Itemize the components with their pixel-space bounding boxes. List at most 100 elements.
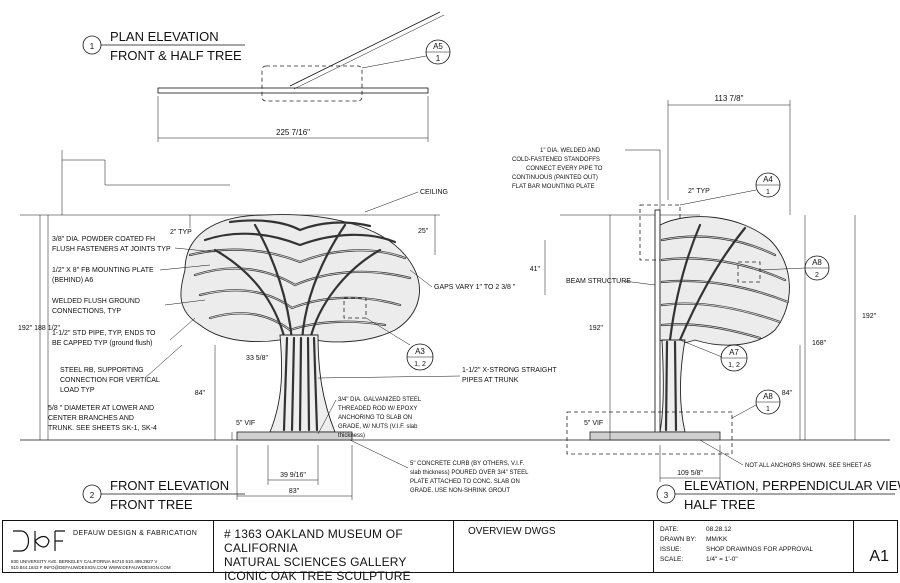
plan-mounting-bar (157, 87, 429, 94)
plan-callout-id: A5 (433, 42, 443, 51)
project-line-3: ICONIC OAK TREE SCULPTURE (224, 569, 411, 583)
drawing-info: DATE: 08.28.12 DRAWN BY: MM/KK ISSUE: SH… (654, 521, 854, 572)
mounting-plate-note-2: (BEHIND) A6 (52, 277, 93, 284)
scale-label: SCALE: (660, 556, 684, 563)
leader-line (164, 299, 206, 306)
front-trunk-width-dim: 33 5/8" (246, 355, 268, 362)
title-block: DEFAUW DESIGN & FABRICATION 830 UNIVERSI… (2, 520, 898, 583)
powder-coated-note-1: 3/8" DIA. POWDER COATED FH (52, 236, 155, 243)
standoffs-note-1: 1" DIA. WELDED AND (540, 148, 601, 154)
leader-line (759, 267, 806, 271)
leader-line (365, 317, 411, 346)
front-side-dim: 41" (530, 266, 541, 273)
threaded-rod-note-2: THREADED ROD W/ EPOXY (338, 406, 417, 412)
standoffs-note-4: CONTINUOUS (PAINTED OUT) (512, 175, 598, 181)
plan-title-line2: FRONT & HALF TREE (110, 48, 242, 63)
sheet-number-area: A1 (854, 521, 897, 572)
side-top-width-dim: 113 7/8" (715, 94, 744, 103)
side-callout-3-id: A7 (729, 348, 739, 357)
front-detail-box (343, 297, 367, 319)
plan-half-tree-edge (293, 14, 445, 90)
leader-line (679, 189, 757, 206)
front-vif-dim: 5" VIF (236, 420, 255, 427)
diameter-note-2: CENTER BRANCHES AND (48, 415, 134, 422)
leader-line (349, 439, 409, 469)
leader-line (361, 55, 427, 69)
leader-line (174, 247, 216, 253)
leader-line (317, 399, 337, 435)
standoffs-note-2: COLD-FASTENED STANDOFFS (512, 157, 600, 163)
company-name: DEFAUW DESIGN & FABRICATION (73, 530, 198, 537)
side-lower-dim: 84" (782, 390, 793, 397)
beam-structure-note: BEAM STRUCTURE (566, 278, 631, 285)
powder-coated-note-2: FLUSH FASTENERS AT JOINTS TYP (52, 246, 171, 253)
side-height-left-dim: 192" (589, 325, 604, 332)
leader-line (731, 404, 757, 419)
plan-title-line1: PLAN ELEVATION (110, 29, 219, 44)
side-typ-dim: 2" TYP (688, 188, 710, 195)
side-mounting-plate (654, 209, 661, 441)
side-mid-dim: 168" (812, 340, 827, 347)
front-title-line2: FRONT TREE (110, 497, 193, 512)
project-line-1: # 1363 OAKLAND MUSEUM OF CALIFORNIA (224, 527, 403, 555)
date-value: 08.28.12 (706, 526, 732, 533)
steel-rb-note-2: CONNECTION FOR VERTICAL (60, 377, 160, 384)
sheet-description: OVERVIEW DWGS (468, 526, 556, 537)
company-address: 830 UNIVERSITY AVE. BERKELEY CALIFORNIA … (11, 559, 158, 564)
side-callout-1-id: A4 (763, 175, 773, 184)
front-overall-base-dim: 83" (289, 488, 300, 495)
company-logo-area: DEFAUW DESIGN & FABRICATION 830 UNIVERSI… (3, 521, 214, 572)
leader-line (623, 280, 656, 286)
welded-flush-note-1: WELDED FLUSH GROUND (52, 298, 140, 305)
ceiling-note: CEILING (420, 189, 448, 196)
std-pipe-note-1: 1-1/2" STD PIPE, TYP, ENDS TO (52, 330, 156, 337)
front-elevation-view: 192" 188 1/2" 84" 33 5/8" 2" TYP CEILING… (18, 150, 560, 512)
info-row-scale: SCALE: 1/4" = 1'-0" (660, 555, 847, 565)
front-typ-dim: 2" TYP (170, 229, 192, 236)
side-callout-2-sheet: 2 (815, 272, 819, 279)
leader-line (409, 269, 433, 288)
front-concrete-curb (236, 431, 353, 441)
threaded-rod-note-4: GRADE, W/ NUTS (V.I.F. slab (338, 424, 418, 430)
threaded-rod-note-5: thickness) (338, 433, 365, 439)
front-tree-trunk (269, 334, 336, 433)
perpendicular-elevation-view: 113 7/8" 2" TYP 1" DIA. WELDED AND COLD-… (512, 94, 900, 512)
sheet-description-area: OVERVIEW DWGS (454, 521, 654, 572)
standoffs-note-3: CONNECT EVERY PIPE TO (526, 166, 603, 172)
welded-flush-note-2: CONNECTIONS, TYP (52, 308, 121, 315)
side-detail-box-mid (737, 261, 761, 283)
side-detail-box-base (566, 411, 733, 455)
side-title-line2: HALF TREE (684, 497, 756, 512)
front-total-height-dim: 192" 188 1/2" (18, 325, 60, 332)
side-height-right-dim: 192" (862, 313, 877, 320)
side-base-dim: 109 5/8" (677, 470, 703, 477)
leader-line (364, 191, 419, 213)
leader-line (679, 339, 723, 358)
front-title-line1: FRONT ELEVATION (110, 478, 229, 493)
std-pipe-note-2: BE CAPPED TYP (ground flush) (52, 340, 153, 347)
concrete-curb-note-3: PLATE ATTACHED TO CONC. SLAB ON (410, 479, 520, 485)
plan-callout-sheet: 1 (436, 54, 441, 63)
side-view-number: 3 (664, 491, 669, 500)
threaded-rod-note-3: ANCHORING TO SLAB ON (338, 415, 412, 421)
front-base-width-dim: 39 9/16" (280, 472, 306, 479)
diameter-note-1: 5/8 " DIAMETER AT LOWER AND (48, 405, 154, 412)
company-contact: 510.844.1843 F INFO@DEFAUWDESIGN.COM WWW… (11, 565, 171, 570)
leader-line (317, 375, 461, 379)
front-callout-sheets: 1, 2 (414, 361, 426, 368)
anchors-note: NOT ALL ANCHORS SHOWN. SEE SHEET A5 (745, 463, 872, 469)
steel-rb-note-3: LOAD TYP (60, 387, 95, 394)
leader-line (169, 317, 196, 341)
front-callout-id: A3 (415, 347, 425, 356)
drawn-value: MM/KK (706, 536, 728, 543)
strong-pipes-note-2: PIPES AT TRUNK (462, 377, 519, 384)
leader-line (699, 439, 744, 466)
scale-value: 1/4" = 1'-0" (706, 556, 738, 563)
issue-label: ISSUE: (660, 546, 682, 553)
info-row-drawn: DRAWN BY: MM/KK (660, 535, 847, 545)
sheet-number: A1 (869, 548, 889, 565)
mounting-plate-note-1: 1/2" X 8" FB MOUNTING PLATE (52, 267, 154, 274)
plan-half-tree-bar (289, 11, 441, 87)
project-info: # 1363 OAKLAND MUSEUM OF CALIFORNIA NATU… (214, 521, 454, 583)
